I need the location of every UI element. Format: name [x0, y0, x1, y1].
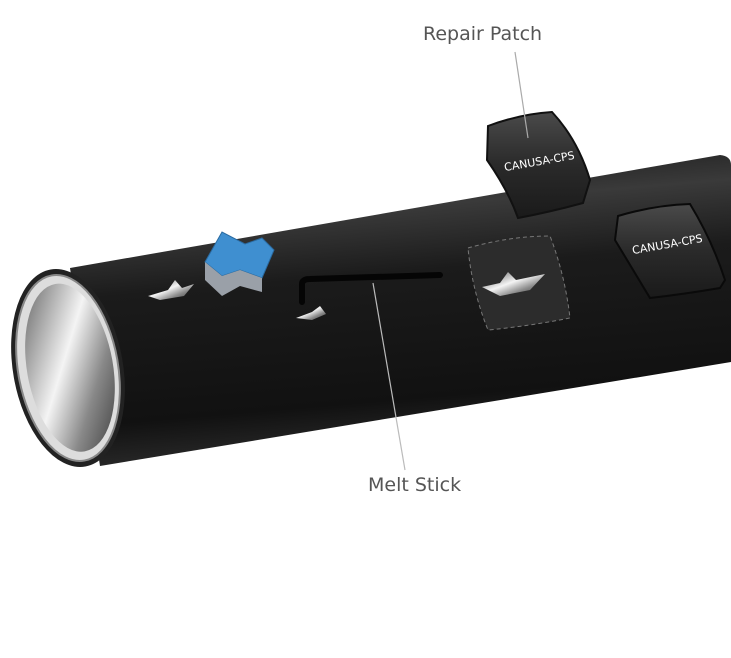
pipe-end: [11, 269, 125, 467]
repair-patch-top: CANUSA-CPS: [485, 110, 592, 220]
pipe-body: [70, 155, 731, 466]
melt-stick-label: Melt Stick: [368, 474, 462, 496]
leader-line-melt-stick: [372, 282, 406, 471]
melt-stick: [299, 272, 443, 305]
repair-patch-label: Repair Patch: [423, 23, 543, 45]
abrasive-sponge: [204, 231, 275, 296]
damage-crack: [482, 272, 545, 296]
repair-patch-applied: CANUSA-CPS: [613, 202, 727, 300]
leader-line-repair-patch: [514, 51, 529, 139]
damage-crack: [148, 280, 194, 300]
damage-crack: [296, 306, 326, 320]
